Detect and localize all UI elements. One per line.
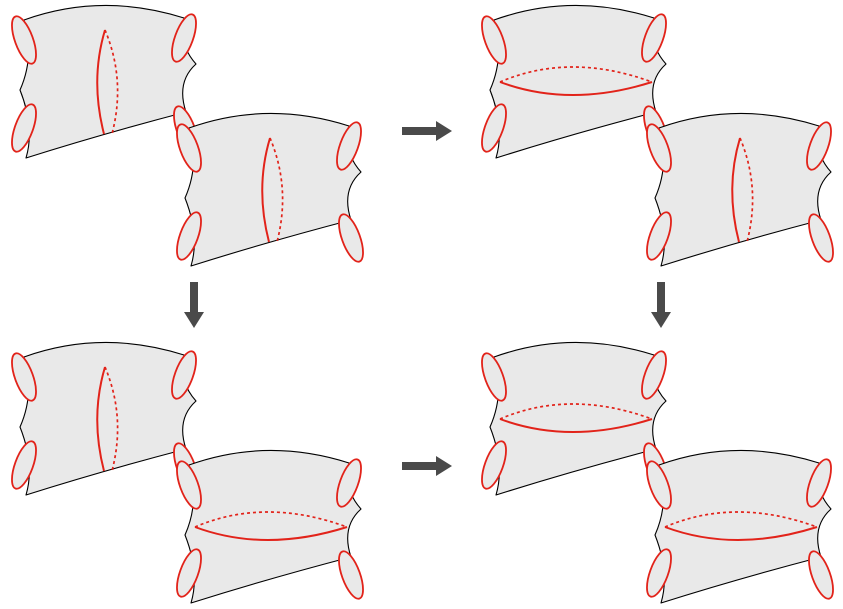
panel-top-left-piece-a-boundary-curve-3 [11, 103, 37, 153]
arrow-down-top-left-to-bottom-left [184, 282, 204, 328]
panel-bottom-right-piece-a-boundary-curve-2 [641, 350, 667, 400]
panel-top-right-piece-a-cut-curve [499, 81, 653, 96]
panel-bottom-right-piece-a-boundary-curve-1 [481, 352, 507, 402]
panel-top-right-piece-b-boundary-curve-3 [646, 211, 672, 261]
panel-bottom-left-piece-b-cut-curve [194, 526, 348, 541]
panel-top-right-piece-a-boundary-curve-2 [641, 13, 667, 63]
panel-bottom-right-piece-b-surface [654, 449, 832, 604]
panel-bottom-right-piece-a-cut-curve [499, 418, 653, 433]
panel-bottom-right-piece-a-boundary-curve-3 [481, 440, 507, 490]
panel-bottom-left-piece-a-surface [19, 341, 197, 496]
panel-bottom-left-piece-a-boundary-curve-2 [171, 350, 197, 400]
arrow-down-top-right-to-bottom-right [651, 282, 671, 328]
panel-top-right-piece-b-boundary-curve-1 [646, 123, 672, 173]
panel-top-left-piece-b-boundary-curve-3 [176, 211, 202, 261]
panel-bottom-right-piece-b [646, 449, 834, 604]
panel-top-left-piece-a-cut-curve [96, 29, 106, 135]
panel-bottom-left [11, 341, 364, 604]
panel-top-right-piece-b-surface [654, 112, 832, 267]
panel-bottom-left-piece-a-cut-curve [96, 366, 106, 472]
panel-bottom-left-piece-b [176, 449, 364, 604]
panel-top-left-piece-a [11, 4, 199, 159]
panel-top-right [481, 4, 834, 267]
panel-top-right-piece-a-boundary-curve-3 [481, 103, 507, 153]
panel-bottom-left-piece-a [11, 341, 199, 496]
panel-top-right-piece-b-cut-curve [731, 137, 741, 243]
panel-top-right-piece-b-boundary-curve-4 [808, 213, 834, 263]
panel-bottom-left-piece-b-boundary-curve-2 [336, 458, 362, 508]
panel-top-right-piece-a [481, 4, 669, 159]
panel-top-left-piece-b-boundary-curve-1 [176, 123, 202, 173]
panel-top-left-piece-b-boundary-curve-4 [338, 213, 364, 263]
panel-bottom-left-piece-a-boundary-curve-3 [11, 440, 37, 490]
panel-bottom-right-piece-b-cut-curve [664, 526, 818, 541]
panel-top-left-piece-b [176, 112, 364, 267]
panel-bottom-left-piece-b-surface [184, 449, 362, 604]
panel-top-left-piece-b-boundary-curve-2 [336, 121, 362, 171]
panel-bottom-right-piece-a-surface [489, 341, 667, 496]
panel-top-left-piece-b-cut-curve [261, 137, 271, 243]
panel-top-left-piece-a-boundary-curve-1 [11, 15, 37, 65]
arrow-right-bottom-left-to-bottom-right [402, 456, 452, 476]
panel-bottom-left-piece-b-boundary-curve-1 [176, 460, 202, 510]
panel-bottom-right-piece-b-boundary-curve-4 [808, 550, 834, 600]
panel-top-left-piece-a-boundary-curve-2 [171, 13, 197, 63]
panel-top-right-piece-a-boundary-curve-1 [481, 15, 507, 65]
panel-top-right-piece-b-boundary-curve-2 [806, 121, 832, 171]
panel-bottom-right [481, 341, 834, 604]
panel-bottom-right-piece-b-boundary-curve-3 [646, 548, 672, 598]
panel-bottom-left-piece-b-boundary-curve-3 [176, 548, 202, 598]
panel-top-right-piece-a-surface [489, 4, 667, 159]
panel-bottom-right-piece-a [481, 341, 669, 496]
panel-top-left [11, 4, 364, 267]
panel-bottom-right-piece-b-boundary-curve-1 [646, 460, 672, 510]
panel-bottom-right-piece-b-boundary-curve-2 [806, 458, 832, 508]
panel-top-left-piece-a-surface [19, 4, 197, 159]
panel-bottom-left-piece-a-boundary-curve-1 [11, 352, 37, 402]
panel-bottom-left-piece-b-boundary-curve-4 [338, 550, 364, 600]
panel-top-left-piece-b-surface [184, 112, 362, 267]
panel-top-right-piece-b [646, 112, 834, 267]
arrow-right-top-left-to-top-right [402, 121, 452, 141]
